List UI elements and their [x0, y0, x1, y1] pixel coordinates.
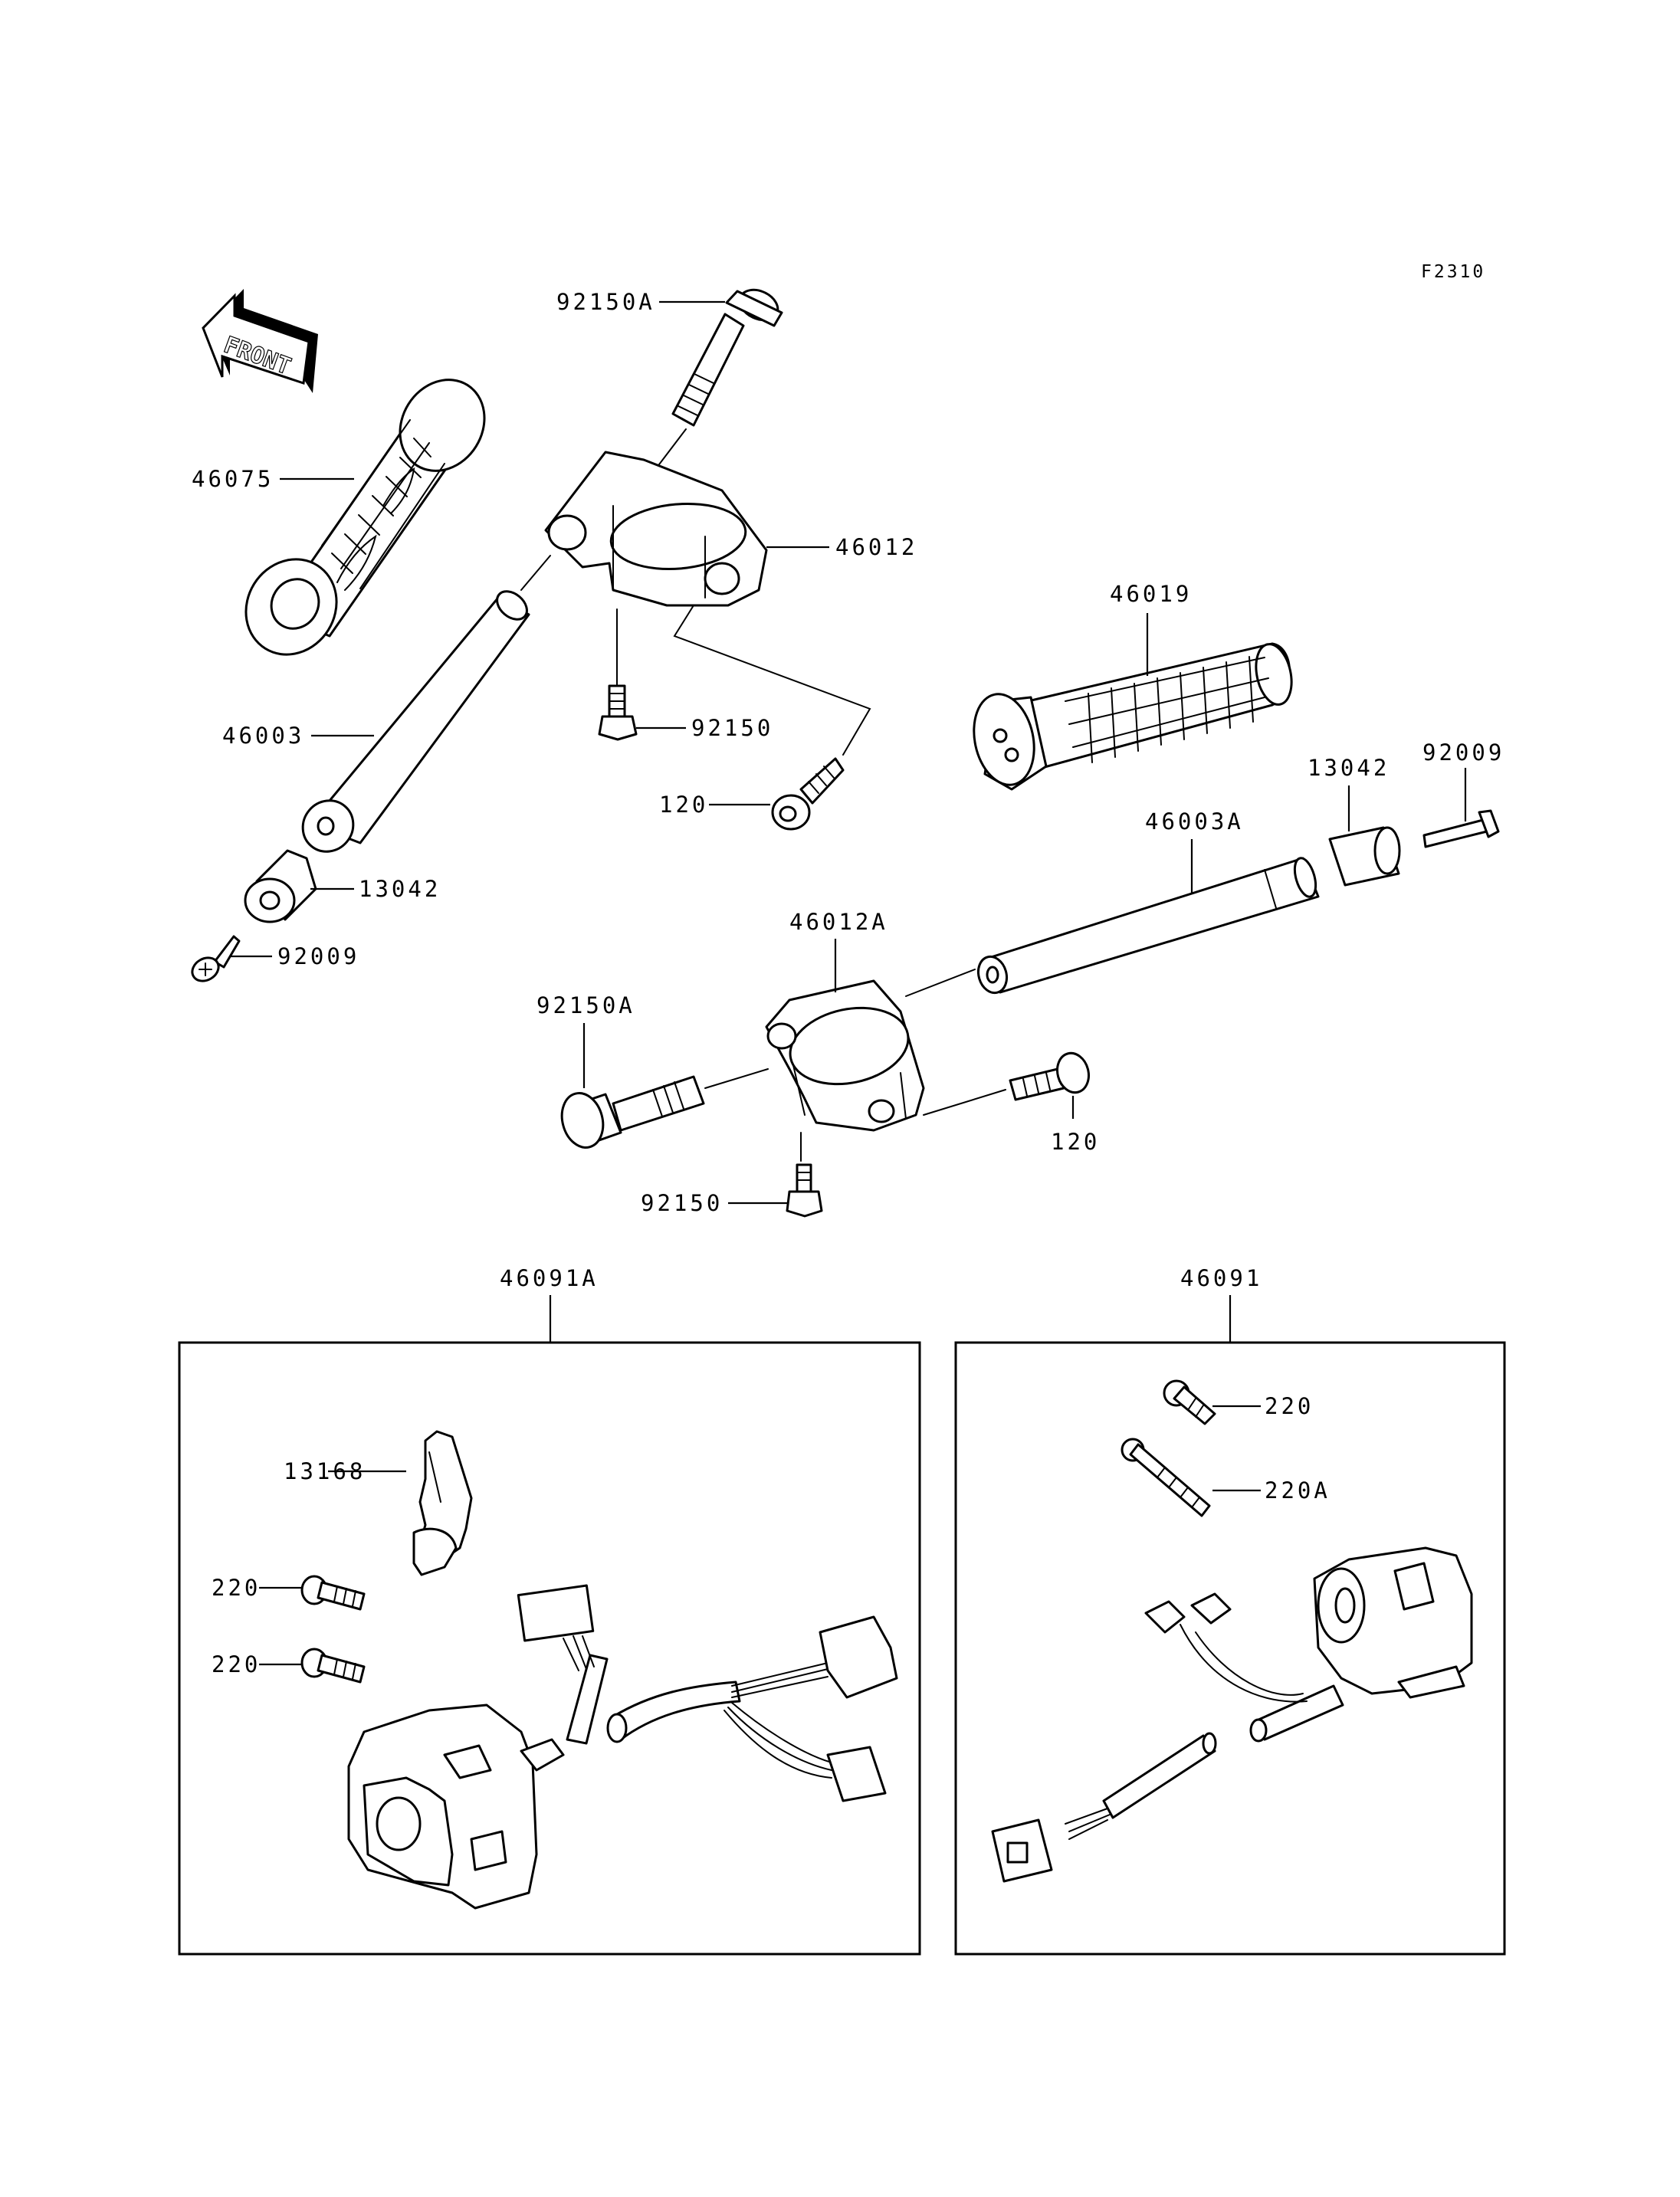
label-220-a: 220	[212, 1575, 261, 1601]
guide-92150A-mid	[704, 1068, 769, 1089]
screw-220-b	[300, 1648, 366, 1684]
guide-120-mid	[923, 1089, 1006, 1116]
left-switch-harness	[517, 1584, 898, 1802]
label-120-top: 120	[659, 792, 708, 818]
label-13042-right: 13042	[1308, 755, 1390, 781]
right-switch-harness	[991, 1592, 1344, 1883]
lever-13168	[412, 1430, 473, 1576]
screw-92009-right	[1422, 809, 1500, 848]
guide-46003-clamp	[520, 555, 551, 591]
bolt-92150-mid	[786, 1163, 823, 1218]
screw-220-right	[1163, 1379, 1216, 1425]
tube-46003	[301, 590, 530, 853]
label-92150A-mid: 92150A	[536, 992, 635, 1018]
bar-end-weight-13042-left	[244, 849, 317, 923]
bolt-120-top	[771, 757, 845, 831]
clamp-46012	[544, 451, 768, 607]
bolt-92150A-top	[671, 288, 783, 427]
label-46003A: 46003A	[1145, 808, 1244, 835]
right-grip-46019	[973, 642, 1293, 791]
guide-46003A-clamp	[905, 969, 976, 997]
screw-220A-right	[1121, 1438, 1211, 1517]
bolt-120-mid	[1009, 1051, 1090, 1101]
left-switch-box-title: 46091A	[500, 1265, 599, 1291]
right-switch-housing	[1313, 1546, 1473, 1699]
screw-220-a	[300, 1575, 366, 1611]
tube-46003A	[976, 857, 1320, 995]
label-46003: 46003	[222, 723, 304, 749]
right-switch-box	[954, 1341, 1506, 1956]
label-92009-right: 92009	[1422, 739, 1504, 766]
clamp-46012A	[765, 979, 925, 1132]
label-92150-mid: 92150	[641, 1190, 723, 1216]
left-grip-46075	[244, 379, 486, 656]
label-46019: 46019	[1110, 581, 1192, 607]
label-220-b: 220	[212, 1651, 261, 1677]
right-switch-box-title: 46091	[1180, 1265, 1262, 1291]
bolt-92150A-mid	[560, 1075, 705, 1149]
label-92150-top: 92150	[691, 715, 773, 741]
label-92150A-top: 92150A	[556, 289, 655, 315]
bolt-92150-top	[598, 684, 638, 741]
label-13042-left: 13042	[359, 876, 441, 902]
front-direction-arrow: FRONT	[202, 289, 318, 393]
left-switch-housing	[347, 1703, 565, 1910]
label-220-right: 220	[1265, 1393, 1314, 1419]
label-220A-right: 220A	[1265, 1477, 1331, 1503]
label-46075: 46075	[192, 466, 274, 492]
label-46012: 46012	[835, 534, 917, 560]
screw-92009-left	[191, 935, 241, 982]
bar-end-weight-13042-right	[1328, 826, 1401, 887]
label-13168: 13168	[284, 1458, 366, 1484]
label-120-mid: 120	[1051, 1129, 1100, 1155]
label-46012A: 46012A	[789, 909, 888, 935]
guide-46012-120	[673, 605, 871, 756]
label-92009-left: 92009	[277, 943, 359, 969]
left-switch-box	[178, 1341, 921, 1956]
figure-code: F2310	[1421, 262, 1485, 282]
